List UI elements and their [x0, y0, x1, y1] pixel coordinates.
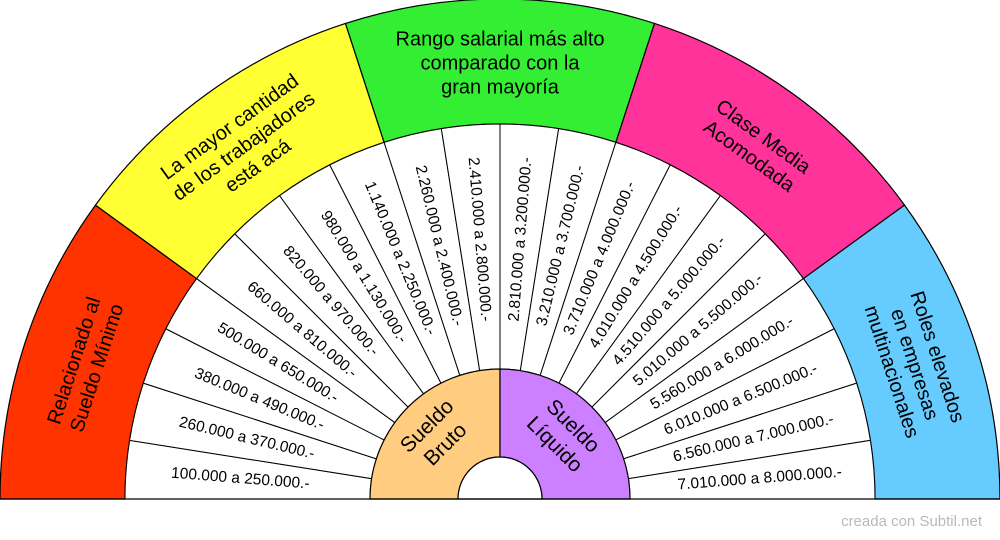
credit-text: creada con Subtil.net [841, 513, 982, 530]
category-label-line: gran mayoría [441, 77, 560, 99]
category-label-line: comparado con la [421, 53, 581, 75]
center-hole [457, 456, 543, 500]
category-label-line: Rango salarial más alto [396, 29, 605, 51]
